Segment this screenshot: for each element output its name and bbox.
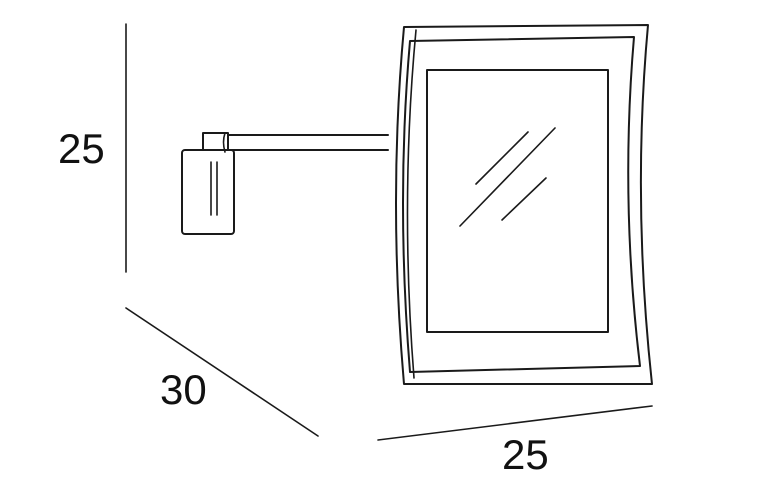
mirror-arm xyxy=(227,134,389,151)
height-dimension-label: 25 xyxy=(58,125,105,172)
mirror-frame xyxy=(395,24,653,385)
bracket-joint xyxy=(222,132,226,153)
mirror-inner-frame xyxy=(402,36,641,373)
reflection-line-1 xyxy=(475,131,529,185)
width-dimension-label: 25 xyxy=(502,431,549,478)
mirror-outer-frame xyxy=(395,24,653,385)
mirror-glass xyxy=(426,69,609,333)
reflection-line-2 xyxy=(459,127,556,227)
width-dimension-line xyxy=(377,405,653,441)
mirror-frame-side-edge xyxy=(406,29,417,379)
depth-dimension-label: 30 xyxy=(160,366,207,413)
glass-reflection-lines xyxy=(459,127,556,227)
bracket-neck xyxy=(202,132,229,151)
reflection-line-3 xyxy=(501,177,547,221)
depth-dimension-line xyxy=(125,307,319,437)
bracket-body xyxy=(181,149,235,235)
wall-bracket xyxy=(181,132,235,235)
